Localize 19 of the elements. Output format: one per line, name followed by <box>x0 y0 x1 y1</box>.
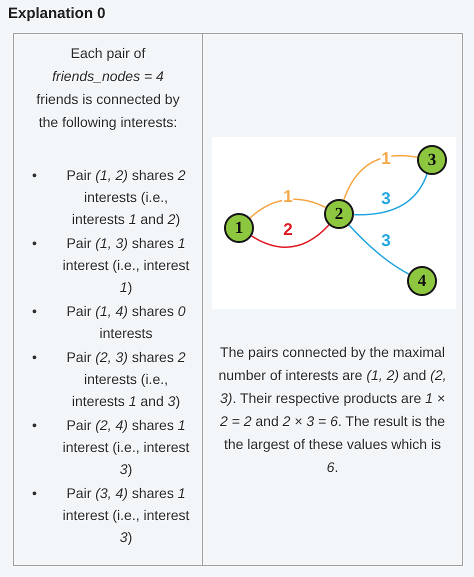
connector-line <box>354 174 428 216</box>
connector-line <box>250 198 326 218</box>
list-item-text: Pair (2, 3) shares 2 interests (i.e., interests 1 and 3) <box>65 348 187 411</box>
heading: Explanation 0 <box>8 4 106 24</box>
list-item-text: Pair (3, 4) shares 1 interest (i.e., interest 3) <box>62 484 190 547</box>
paragraph: The pairs connected by the maximal number of interests are (1, 2) and (2, 3). Their respective products are 1 × 2 = 2 and 2 × 3 = 6. The result is the the largest of these values which is 6. <box>217 343 448 477</box>
connector-line <box>251 224 330 248</box>
bullet: • <box>32 302 38 321</box>
list-item-text: Pair (1, 3) shares 1 interest (i.e., interest 1) <box>62 234 190 297</box>
bullet: • <box>32 234 38 253</box>
list-item-text: Pair (1, 2) shares 2 interests (i.e., interests 1 and 2) <box>65 166 187 229</box>
paragraph: Each pair of friends_nodes = 4 friends is connected by the following interests: <box>35 44 181 132</box>
bullet: • <box>32 484 38 503</box>
connector-line <box>348 224 410 275</box>
connector-line <box>343 154 418 200</box>
bullet: • <box>32 416 38 435</box>
list-item-text: Pair (2, 4) shares 1 interest (i.e., interest 3) <box>62 416 190 479</box>
bullet: • <box>32 166 38 185</box>
bullet: • <box>32 348 38 367</box>
